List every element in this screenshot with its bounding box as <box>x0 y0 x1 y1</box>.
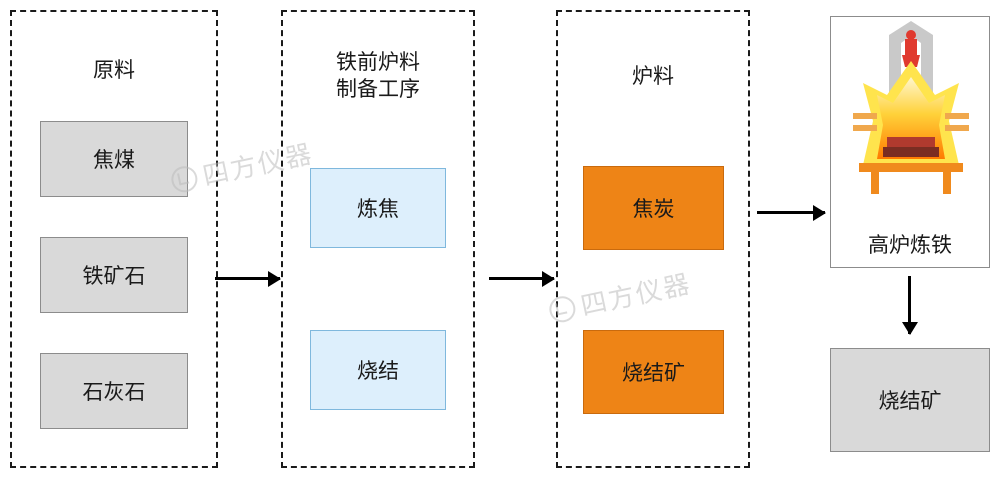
box-coking[interactable]: 炼焦 <box>310 168 446 248</box>
box-coking-label: 炼焦 <box>357 198 399 221</box>
box-sintering-label: 烧结 <box>357 360 399 383</box>
group-burden-title: 炉料 <box>632 65 674 88</box>
box-limestone[interactable]: 石灰石 <box>40 353 188 429</box>
box-coke-label: 焦炭 <box>632 198 675 221</box>
box-coking-coal-label: 焦煤 <box>93 149 135 172</box>
box-iron-ore-label: 铁矿石 <box>82 265 146 288</box>
box-output-sinter-ore-label: 烧结矿 <box>878 390 942 413</box>
box-coke[interactable]: 焦炭 <box>583 166 724 250</box>
box-coking-coal[interactable]: 焦煤 <box>40 121 188 197</box>
group-raw-materials <box>10 10 218 468</box>
box-sintering[interactable]: 烧结 <box>310 330 446 410</box>
group-pre-iron-burden-prep <box>281 10 475 468</box>
box-iron-ore[interactable]: 铁矿石 <box>40 237 188 313</box>
arrow-furnace-to-output <box>908 276 911 334</box>
arrow-raw-to-prep <box>215 277 280 280</box>
group-raw-materials-title: 原料 <box>93 59 135 82</box>
box-sinter-ore-label: 烧结矿 <box>622 362 685 385</box>
arrow-prep-to-burden <box>489 277 554 280</box>
blast-furnace-caption: 高炉炼铁 <box>868 234 952 257</box>
box-sinter-ore[interactable]: 烧结矿 <box>583 330 724 414</box>
box-limestone-label: 石灰石 <box>82 381 146 404</box>
group-burden <box>556 10 750 468</box>
group-pre-iron-burden-prep-title: 铁前炉料 制备工序 <box>336 51 420 101</box>
blast-furnace-icon <box>853 21 969 194</box>
box-output-sinter-ore[interactable]: 烧结矿 <box>830 348 990 452</box>
blast-furnace-panel[interactable]: 高炉炼铁 <box>830 16 990 268</box>
arrow-burden-to-furnace <box>757 211 825 214</box>
